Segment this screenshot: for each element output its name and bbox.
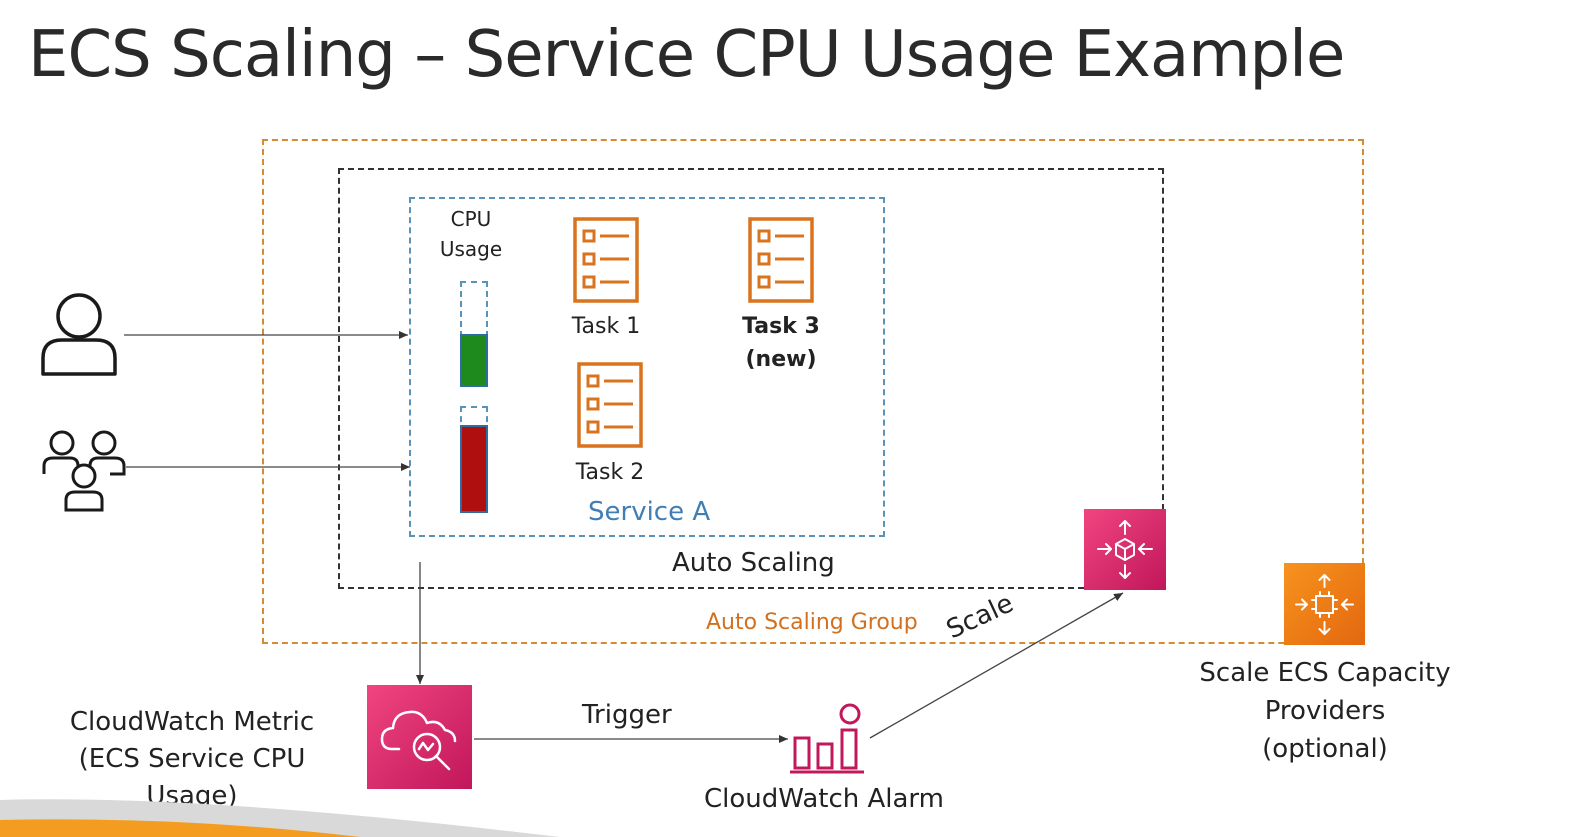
cloudwatch-metric-label-line1: CloudWatch Metric bbox=[69, 707, 315, 737]
cpu-usage-label-line1: CPU bbox=[450, 207, 492, 231]
slide-title: ECS Scaling – Service CPU Usage Example bbox=[28, 18, 1345, 92]
application-auto-scaling-icon bbox=[1084, 509, 1166, 590]
auto-scaling-group-box bbox=[262, 139, 1364, 644]
cpu-usage-bar-1-fill bbox=[460, 334, 488, 387]
scale-arrow bbox=[869, 592, 1124, 739]
trigger-label: Trigger bbox=[582, 700, 672, 730]
auto-scaling-group-label: Auto Scaling Group bbox=[706, 610, 918, 635]
cpu-usage-bar-2 bbox=[460, 406, 488, 513]
task-3-icon bbox=[748, 217, 814, 303]
task-1-label: Task 1 bbox=[571, 314, 641, 339]
ec2-auto-scaling-icon bbox=[1284, 563, 1365, 645]
auto-scaling-box bbox=[338, 168, 1164, 589]
capacity-providers-label: Scale ECS Capacity Providers (optional) bbox=[1140, 654, 1510, 768]
cpu-usage-bar-2-fill bbox=[460, 425, 488, 513]
task-3-label: Task 3 (new) bbox=[726, 310, 836, 376]
service-a-box bbox=[409, 197, 885, 537]
capacity-providers-label-line2: (optional) bbox=[1262, 734, 1388, 764]
slide-footer-swoosh bbox=[0, 799, 560, 837]
cpu-usage-label: CPU Usage bbox=[436, 204, 506, 264]
users-group-icon bbox=[42, 430, 126, 512]
capacity-providers-label-line1: Scale ECS Capacity Providers bbox=[1199, 658, 1451, 726]
user-icon bbox=[41, 293, 117, 376]
cpu-usage-bar-1 bbox=[460, 281, 488, 387]
service-a-label: Service A bbox=[588, 497, 711, 527]
task-3-label-line1: Task 3 bbox=[742, 314, 820, 339]
task-2-icon bbox=[577, 362, 643, 448]
cloudwatch-alarm-icon bbox=[790, 703, 864, 774]
auto-scaling-label: Auto Scaling bbox=[672, 548, 835, 578]
cloudwatch-alarm-label: CloudWatch Alarm bbox=[704, 784, 944, 814]
task-1-icon bbox=[573, 217, 639, 303]
task-2-label: Task 2 bbox=[575, 460, 645, 485]
cpu-usage-label-line2: Usage bbox=[439, 237, 503, 261]
cloudwatch-metric-icon bbox=[367, 685, 472, 789]
task-3-label-line2: (new) bbox=[745, 347, 817, 372]
